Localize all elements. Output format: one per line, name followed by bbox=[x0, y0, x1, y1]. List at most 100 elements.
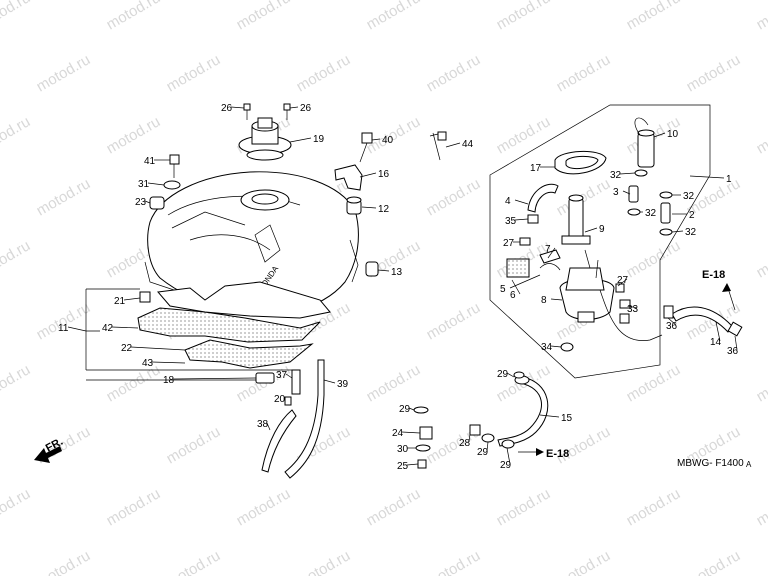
leader-line bbox=[715, 321, 721, 342]
callout-29: 29 bbox=[399, 404, 411, 415]
hose-4 bbox=[527, 183, 559, 213]
leader-line bbox=[130, 346, 186, 351]
watermark-text: motod.ru bbox=[364, 485, 424, 529]
callout-14: 14 bbox=[710, 337, 722, 348]
watermark-text: motod.ru bbox=[424, 299, 484, 343]
watermark-text: motod.ru bbox=[234, 0, 294, 33]
callout-25: 25 bbox=[397, 461, 409, 472]
watermark-text: motod.ru bbox=[624, 361, 684, 405]
watermark-text: motod.ru bbox=[624, 485, 684, 529]
callout-2: 2 bbox=[689, 210, 695, 221]
watermark-text: motod.ru bbox=[0, 0, 33, 33]
leader-line bbox=[408, 407, 415, 411]
leader-line bbox=[111, 326, 139, 329]
callout-labels: 1234567891011121314151617181920212223242… bbox=[58, 103, 739, 472]
pump-base-8 bbox=[559, 249, 615, 323]
leader-line bbox=[230, 106, 245, 109]
leader-line bbox=[619, 172, 636, 175]
clip-18 bbox=[255, 372, 275, 384]
leader-line bbox=[514, 199, 529, 205]
watermark-text: motod.ru bbox=[364, 0, 424, 33]
callout-22: 22 bbox=[121, 343, 133, 354]
callout-32: 32 bbox=[610, 170, 622, 181]
sleeve-3 bbox=[628, 185, 639, 203]
leader-line bbox=[671, 230, 684, 233]
watermark-text: motod.ru bbox=[684, 547, 744, 576]
watermark-text: motod.ru bbox=[494, 485, 554, 529]
callout-20: 20 bbox=[274, 394, 286, 405]
leader-line bbox=[283, 397, 286, 402]
watermark-text: motod.ru bbox=[754, 237, 768, 281]
callout-7: 7 bbox=[545, 244, 551, 255]
tank-mats bbox=[137, 281, 331, 369]
callout-32: 32 bbox=[685, 227, 697, 238]
callout-24: 24 bbox=[392, 428, 404, 439]
callout-26: 26 bbox=[221, 103, 233, 114]
callout-42: 42 bbox=[102, 323, 114, 334]
callout-5: 5 bbox=[500, 284, 506, 295]
leader-line bbox=[285, 373, 293, 379]
callout-23: 23 bbox=[135, 197, 147, 208]
fuel-pump-9 bbox=[561, 194, 591, 245]
callout-6: 6 bbox=[510, 290, 516, 301]
callout-18: 18 bbox=[163, 375, 175, 386]
leader-line bbox=[377, 269, 390, 272]
callout-27: 27 bbox=[617, 275, 629, 286]
watermark-text: motod.ru bbox=[494, 113, 554, 157]
callout-29: 29 bbox=[497, 369, 509, 380]
leader-line bbox=[584, 227, 598, 233]
callout-41: 41 bbox=[144, 156, 156, 167]
diagram-code-suffix: A bbox=[746, 460, 752, 469]
watermark-text: motod.ru bbox=[164, 51, 224, 95]
watermark-text: motod.ru bbox=[424, 51, 484, 95]
leader-line bbox=[147, 182, 165, 186]
leader-line bbox=[547, 247, 556, 259]
watermark-text: motod.ru bbox=[624, 0, 684, 33]
bolt-44-head bbox=[437, 131, 447, 141]
callout-37: 37 bbox=[276, 370, 288, 381]
pump-assembly-box bbox=[489, 104, 711, 379]
callout-32: 32 bbox=[645, 208, 657, 219]
cap-13 bbox=[365, 261, 379, 277]
callout-32: 32 bbox=[683, 191, 695, 202]
watermark-text: motod.ru bbox=[754, 113, 768, 157]
clamp-34 bbox=[560, 342, 574, 352]
watermark-text: motod.ru bbox=[364, 361, 424, 405]
watermark-text: motod.ru bbox=[554, 547, 614, 576]
callout-44: 44 bbox=[462, 139, 474, 150]
watermark-text: motod.ru bbox=[424, 547, 484, 576]
leader-lines bbox=[67, 106, 738, 466]
watermark-text: motod.ru bbox=[294, 51, 354, 95]
holder-7 bbox=[539, 249, 561, 264]
leader-line bbox=[550, 345, 562, 348]
callout-4: 4 bbox=[505, 196, 511, 207]
callout-29: 29 bbox=[500, 460, 512, 471]
watermark-text: motod.ru bbox=[554, 51, 614, 95]
front-direction-arrow bbox=[34, 446, 62, 463]
watermark-text: motod.ru bbox=[494, 0, 554, 33]
o-rings-32 bbox=[627, 169, 673, 236]
watermark-text: motod.ru bbox=[104, 361, 164, 405]
watermark-text: motod.ru bbox=[234, 485, 294, 529]
leader-line bbox=[468, 433, 471, 443]
watermark-text: motod.ru bbox=[754, 0, 768, 33]
watermark-text: motod.ru bbox=[424, 175, 484, 219]
filter-10 bbox=[634, 117, 655, 168]
callout-9: 9 bbox=[599, 224, 605, 235]
watermark-text: motod.ru bbox=[0, 361, 33, 405]
watermark-text: motod.ru bbox=[294, 547, 354, 576]
group-bracket-11 bbox=[85, 288, 300, 371]
leader-line bbox=[401, 431, 421, 434]
callout-16: 16 bbox=[378, 169, 390, 180]
leader-line bbox=[289, 106, 299, 109]
watermark-text: motod.ru bbox=[104, 113, 164, 157]
callout-40: 40 bbox=[382, 135, 394, 146]
sleeve-2 bbox=[660, 202, 671, 224]
watermark-text: motod.ru bbox=[104, 485, 164, 529]
callout-17: 17 bbox=[530, 163, 542, 174]
callout-12: 12 bbox=[378, 204, 390, 215]
clip-35 bbox=[527, 214, 539, 224]
screw-33 bbox=[619, 299, 631, 309]
